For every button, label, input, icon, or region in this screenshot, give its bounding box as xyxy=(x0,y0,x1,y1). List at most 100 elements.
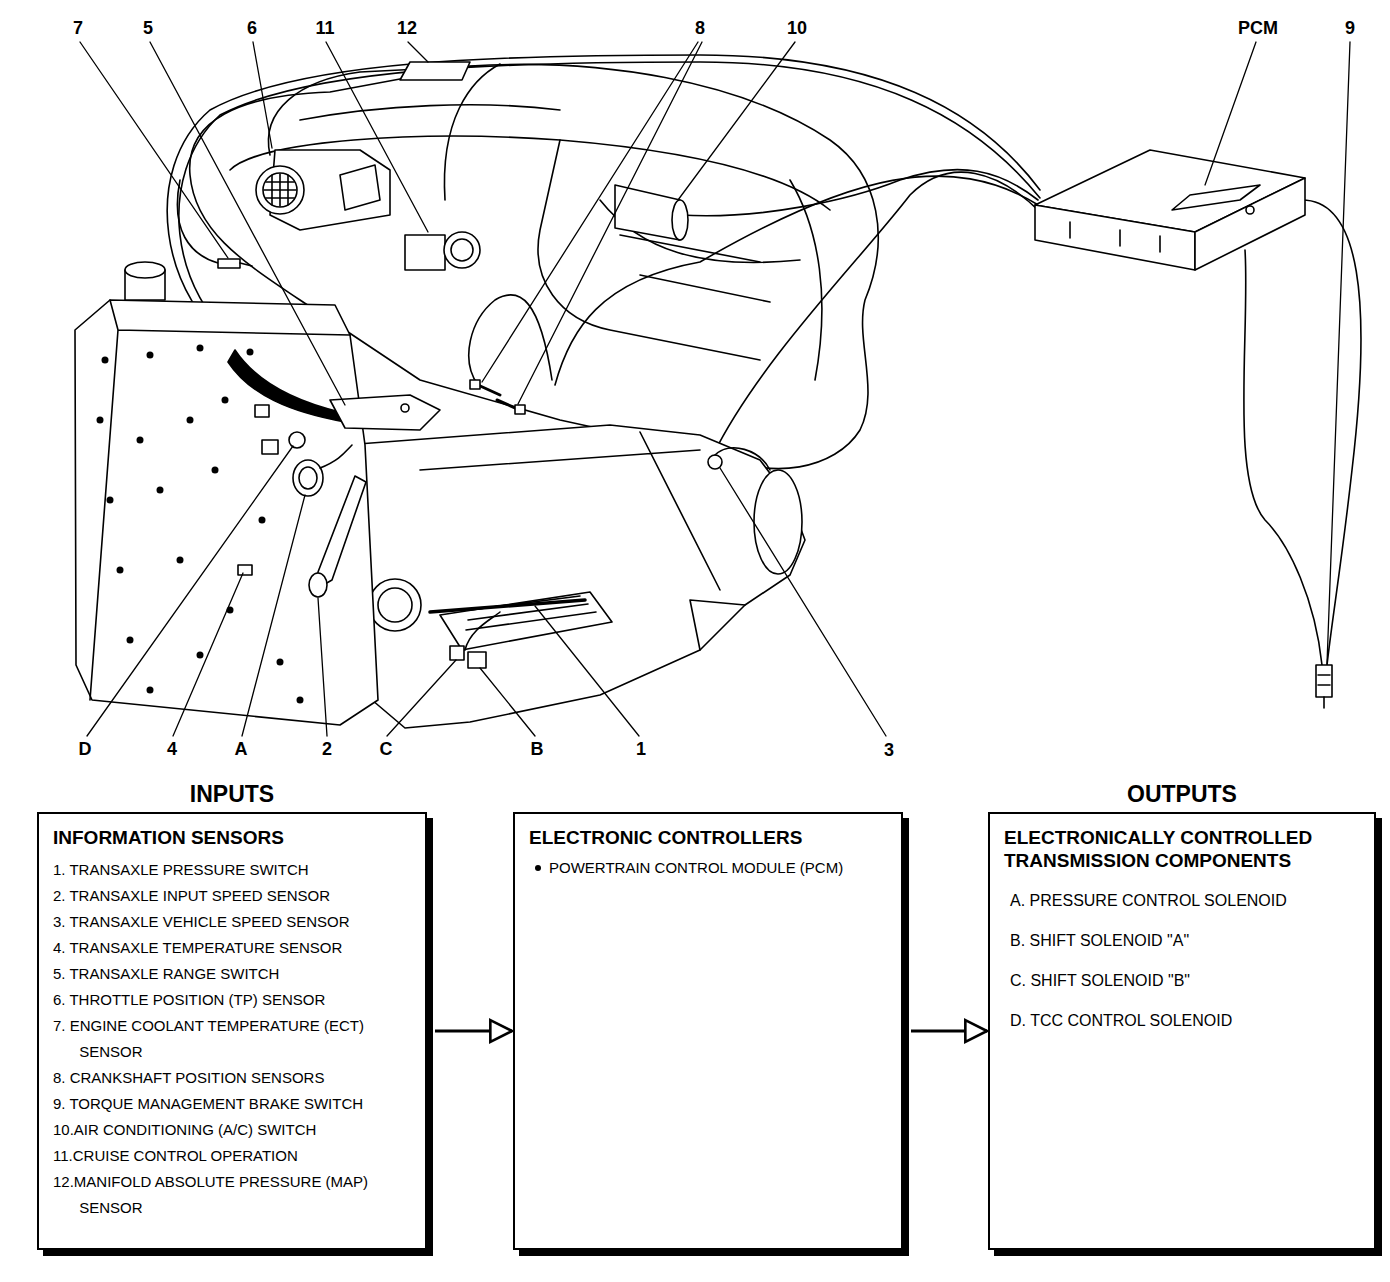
transaxle-components-part xyxy=(289,432,305,448)
engine-sensors-part xyxy=(400,62,470,80)
transaxle-case-part xyxy=(107,497,114,504)
transaxle-case-part xyxy=(75,300,378,725)
engine-sensors xyxy=(218,62,688,414)
transaxle-components-part xyxy=(228,350,345,422)
callout-number: 9 xyxy=(1343,18,1357,38)
pcm-module xyxy=(1035,150,1305,270)
leader-line xyxy=(80,42,1350,736)
transaxle-case-part xyxy=(430,600,585,612)
transaxle-case-part xyxy=(238,565,252,575)
transaxle-case-part xyxy=(369,579,421,631)
transaxle-case-part xyxy=(125,262,165,278)
engine-sensors-part xyxy=(444,232,480,268)
bullet-dot xyxy=(535,865,541,871)
harness-wire-part xyxy=(1318,675,1330,708)
transaxle-case-part xyxy=(259,517,266,524)
list-item: A. PRESSURE CONTROL SOLENOID xyxy=(1010,890,1362,912)
transaxle-case xyxy=(75,262,805,728)
box-title: INFORMATION SENSORS xyxy=(53,826,413,849)
list-item: 2. TRANSAXLE INPUT SPEED SENSOR xyxy=(53,883,413,909)
transaxle-components-part xyxy=(318,476,366,588)
transaxle-components-part xyxy=(320,445,352,468)
box-title: ELECTRONIC CONTROLLERS xyxy=(529,826,889,849)
engine-sensors-part xyxy=(263,173,297,207)
leader-line-part xyxy=(1205,42,1256,185)
callout-number: C xyxy=(378,739,395,759)
flow-arrow xyxy=(435,1030,512,1033)
transaxle-case-part xyxy=(262,440,278,454)
list-item: 8. CRANKSHAFT POSITION SENSORS xyxy=(53,1065,413,1091)
list-item: C. SHIFT SOLENOID "B" xyxy=(1010,970,1362,992)
transaxle-components-part xyxy=(309,573,327,597)
harness-wire-part xyxy=(469,295,552,385)
leader-line-part xyxy=(87,446,293,736)
engine-sensors-part xyxy=(264,174,296,206)
callout-number: 4 xyxy=(165,739,179,759)
leader-line-part xyxy=(242,495,305,736)
transaxle-case-part xyxy=(420,432,745,650)
section-heading: OUTPUTS xyxy=(988,776,1376,812)
leader-line-part xyxy=(150,42,345,405)
transaxle-case-part xyxy=(197,345,204,352)
callout-number: 7 xyxy=(71,18,85,38)
callout-number: 6 xyxy=(245,18,259,38)
transaxle-components xyxy=(228,350,770,668)
transaxle-case-part xyxy=(255,405,269,417)
transaxle-components-part xyxy=(293,460,323,496)
list-item: 10.AIR CONDITIONING (A/C) SWITCH xyxy=(53,1117,413,1143)
engine-sensors-part xyxy=(478,385,520,410)
harness-wire-part xyxy=(713,172,1040,455)
callout-number: 1 xyxy=(634,739,648,759)
leader-line-part xyxy=(408,42,428,62)
box-frame: ELECTRONIC CONTROLLERS POWERTRAIN CONTROL… xyxy=(513,812,903,1250)
transaxle-case-part xyxy=(297,697,304,704)
transaxle-case-part xyxy=(222,397,229,404)
flow-arrow xyxy=(911,1030,987,1033)
callout-number: PCM xyxy=(1236,18,1280,38)
transaxle-components-part xyxy=(299,467,317,489)
engine-sensors-part xyxy=(451,239,473,261)
transaxle-case-part xyxy=(97,417,104,424)
transaxle-case-part xyxy=(90,300,350,700)
callout-number: 11 xyxy=(313,18,336,38)
transaxle-components-part xyxy=(330,395,440,430)
callout-number: 2 xyxy=(320,739,334,759)
controllers-box: ELECTRONIC CONTROLLERS POWERTRAIN CONTROL… xyxy=(513,812,903,1250)
inputs-box: INPUTSINFORMATION SENSORS1. TRANSAXLE PR… xyxy=(37,776,427,1250)
transaxle-case-part xyxy=(247,349,254,356)
flow-arrow xyxy=(911,1031,987,1032)
leader-line-part xyxy=(1327,42,1350,664)
transaxle-case-part xyxy=(212,467,219,474)
engine-outline-part xyxy=(190,64,878,468)
engine-sensors-part xyxy=(256,166,304,214)
list-item: 1. TRANSAXLE PRESSURE SWITCH xyxy=(53,857,413,883)
engine-sensors-part xyxy=(340,165,380,210)
transaxle-components-part xyxy=(465,612,500,650)
transaxle-case-part xyxy=(378,588,412,622)
transaxle-components-part xyxy=(708,455,722,469)
pcm-module-part xyxy=(1246,206,1254,214)
list-item: 5. TRANSAXLE RANGE SWITCH xyxy=(53,961,413,987)
engine-outline xyxy=(190,64,878,468)
transaxle-case-part xyxy=(197,652,204,659)
list-item: 3. TRANSAXLE VEHICLE SPEED SENSOR xyxy=(53,909,413,935)
transaxle-case-part xyxy=(127,637,134,644)
list-item: POWERTRAIN CONTROL MODULE (PCM) xyxy=(529,857,889,879)
transaxle-components-part xyxy=(450,646,464,660)
transaxle-case-part xyxy=(187,417,194,424)
flow-arrow xyxy=(435,1031,512,1032)
pcm-module-part xyxy=(1070,222,1160,252)
callout-number: 3 xyxy=(882,740,896,760)
leader-line-part xyxy=(173,573,243,736)
harness-wire-part xyxy=(1302,200,1361,665)
list-item: 7. ENGINE COOLANT TEMPERATURE (ECT) SENS… xyxy=(53,1013,413,1065)
engine-sensors-part xyxy=(405,235,445,270)
transaxle-case-part xyxy=(147,352,154,359)
list-item: 11.CRUISE CONTROL OPERATION xyxy=(53,1143,413,1169)
harness-wire-part xyxy=(1316,665,1332,697)
engine-sensors-part xyxy=(218,259,240,268)
callout-number: 8 xyxy=(693,18,707,38)
transaxle-components-part xyxy=(401,404,409,412)
leader-line-part xyxy=(387,660,456,736)
box-frame: ELECTRONICALLY CONTROLLED TRANSMISSION C… xyxy=(988,812,1376,1250)
